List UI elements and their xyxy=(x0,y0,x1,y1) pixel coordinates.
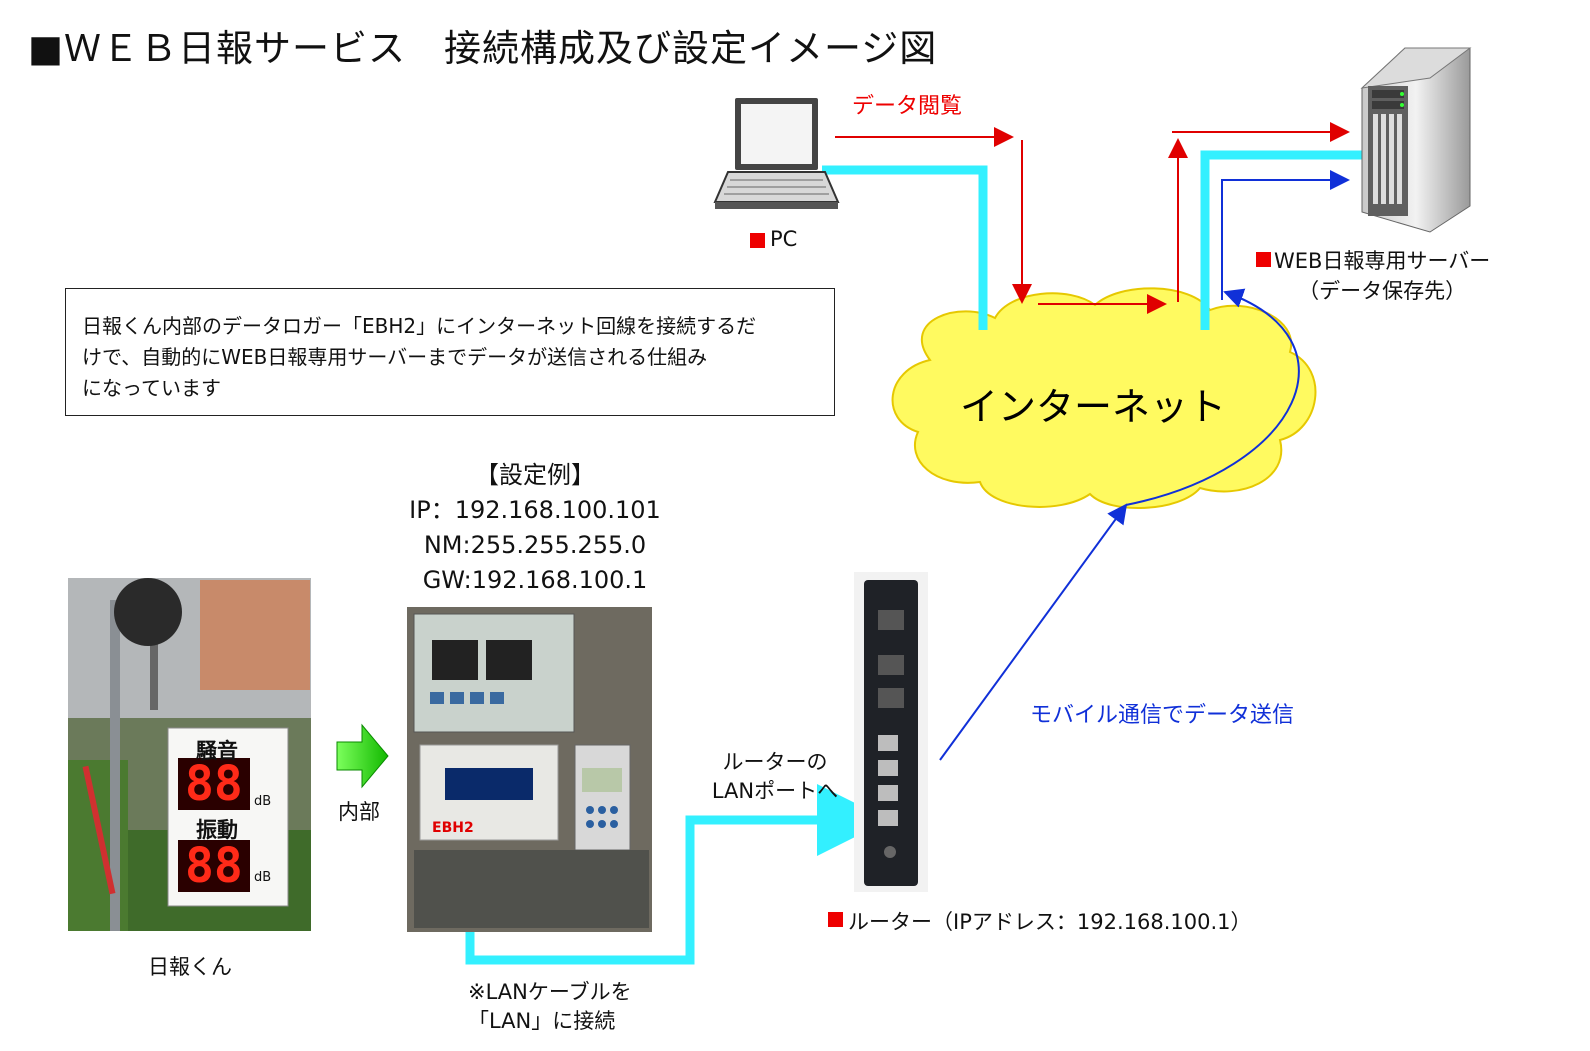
logger-label: 日報くん xyxy=(148,955,232,979)
logger-sign-unit: dB xyxy=(254,794,272,809)
marker-icon xyxy=(828,912,843,927)
internet-label: インターネット xyxy=(960,385,1227,429)
logger-sign-noise: 騒音 xyxy=(196,739,238,763)
logger-sign-unit: dB xyxy=(254,870,272,885)
inner-label: 内部 xyxy=(338,800,380,824)
page-title: ■ＷＥＢ日報サービス 接続構成及び設定イメージ図 xyxy=(28,27,938,70)
router-port-line: ルーターの xyxy=(722,750,828,774)
server-label-line: WEB日報専用サーバー xyxy=(1274,249,1491,273)
data-view-label: データ閲覧 xyxy=(852,94,963,119)
pc-label: PC xyxy=(770,227,798,251)
marker-icon xyxy=(1256,252,1271,267)
settings-example: 【設定例】 IP：192.168.100.101 NM:255.255.255.… xyxy=(395,458,675,598)
router-port-line: LANポートへ xyxy=(711,779,839,803)
pc-cable xyxy=(822,165,988,330)
internet-cloud xyxy=(891,287,1317,509)
server-label-line: （データ保存先） xyxy=(1298,279,1467,303)
mobile-arrow xyxy=(1221,170,1350,300)
logger-photo: 88 88 xyxy=(68,578,311,931)
lan-note-line: ※LANケーブルを xyxy=(468,980,632,1004)
router-icon xyxy=(854,572,928,892)
mobile-arrow xyxy=(939,503,1128,761)
description-line: けで、自動的にWEB日報専用サーバーまでデータが送信される仕組み xyxy=(82,345,708,369)
lan-note-line: 「LAN」に接続 xyxy=(468,1009,616,1033)
router-label: ルーター（IPアドレス：192.168.100.1） xyxy=(848,910,1252,934)
marker-icon xyxy=(750,233,765,248)
server-cable xyxy=(1200,150,1362,330)
ebh2-cabinet-photo xyxy=(407,607,652,932)
server-icon xyxy=(1360,47,1472,233)
lan-cable-note: ※LANケーブルを 「LAN」に接続 xyxy=(468,978,632,1036)
router-port-label: ルーターの LANポートへ xyxy=(700,748,850,806)
description-line: になっています xyxy=(82,376,221,400)
mobile-arrow xyxy=(1125,288,1300,506)
settings-ip: IP：192.168.100.101 xyxy=(409,496,661,524)
settings-gateway: GW:192.168.100.1 xyxy=(422,566,648,594)
settings-netmask: NM:255.255.255.0 xyxy=(423,531,647,559)
svg-text:88: 88 xyxy=(185,756,243,812)
svg-text:88: 88 xyxy=(185,838,243,894)
description-line: 日報くん内部のデータロガー「EBH2」にインターネット回線を接続するだ xyxy=(82,314,757,338)
green-arrow-icon xyxy=(336,723,389,789)
logger-sign-vibration: 振動 xyxy=(196,818,238,842)
ebh2-label: EBH2 xyxy=(432,820,474,836)
description-box: 日報くん内部のデータロガー「EBH2」にインターネット回線を接続するだ けで、自… xyxy=(65,288,835,416)
laptop-icon xyxy=(713,98,840,209)
server-label: WEB日報専用サーバー （データ保存先） xyxy=(1274,246,1490,306)
settings-heading: 【設定例】 xyxy=(475,461,595,489)
mobile-send-label: モバイル通信でデータ送信 xyxy=(1030,703,1295,728)
